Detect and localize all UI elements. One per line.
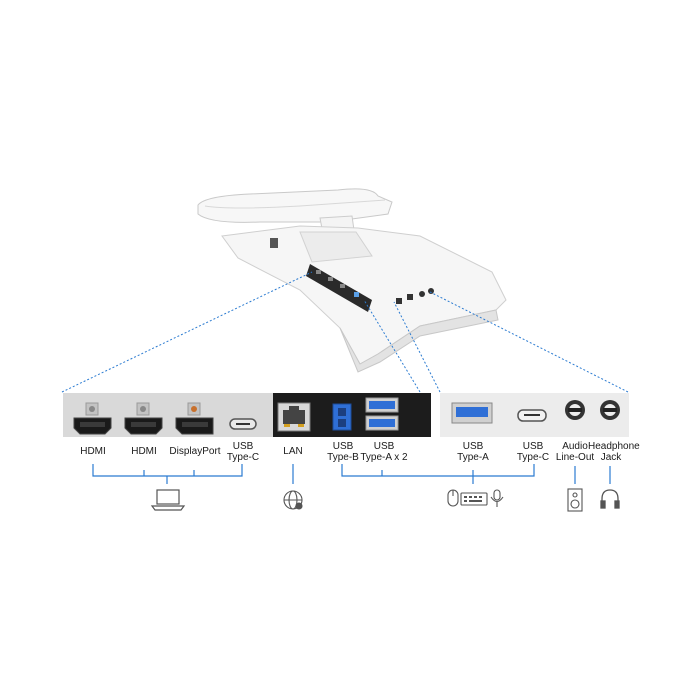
brackets (92, 464, 611, 484)
headphone-jack (600, 400, 620, 420)
speaker-icon (567, 488, 583, 512)
label-hdmi-2: HDMI (131, 446, 157, 457)
label-hdmi-1: HDMI (80, 446, 106, 457)
left-port-panel (63, 393, 431, 437)
label-displayport: DisplayPort (169, 446, 221, 457)
globe-network-icon (283, 490, 303, 510)
mouse-icon (447, 489, 459, 507)
laptop-icon (150, 489, 186, 511)
monitor-illustration (197, 188, 507, 373)
leader-lines (61, 271, 629, 393)
audio-line-out-jack (565, 400, 585, 420)
right-port-panel (440, 393, 629, 437)
usb-b-port (332, 403, 352, 431)
microphone-icon (490, 489, 504, 507)
label-lan: LAN (283, 446, 303, 457)
keyboard-icon (460, 492, 488, 506)
headphones-icon (600, 489, 620, 509)
